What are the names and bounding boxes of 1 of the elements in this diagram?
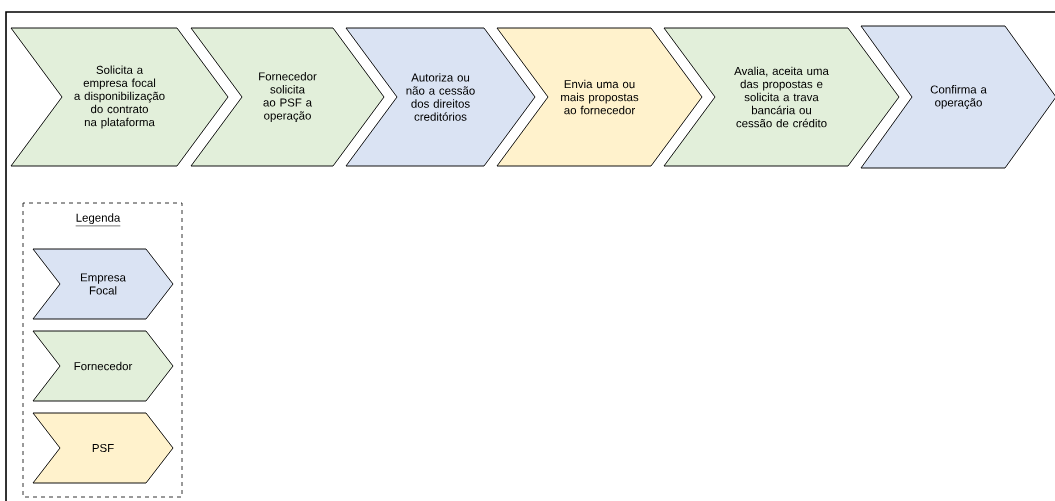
legend-title: Legenda [75,213,121,227]
